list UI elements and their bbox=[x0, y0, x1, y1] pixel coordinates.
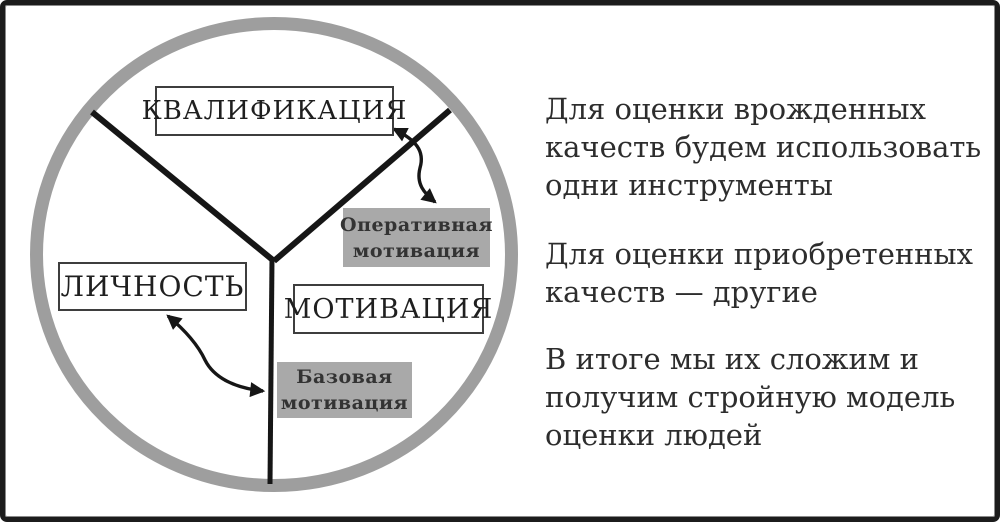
motivation-label: МОТИВАЦИЯ bbox=[283, 293, 494, 325]
note-line: Для оценки приобретенных bbox=[545, 237, 973, 271]
arrow-personality-basic bbox=[166, 314, 266, 398]
basic-line1: Базовая bbox=[296, 366, 393, 388]
note-line: качеств будем использовать bbox=[545, 130, 982, 164]
arrow-qualification-operative bbox=[391, 127, 437, 204]
operative-motivation-callout: Оперативная мотивация bbox=[340, 208, 493, 267]
note-line: получим стройную модель bbox=[545, 380, 956, 414]
note-paragraph-acquired: Для оценки приобретенных качеств — други… bbox=[545, 235, 973, 311]
qualification-label: КВАЛИФИКАЦИЯ bbox=[141, 96, 408, 126]
note-line: оценки людей bbox=[545, 418, 763, 452]
note-line: одни инструменты bbox=[545, 168, 833, 202]
personality-label: ЛИЧНОСТЬ bbox=[60, 270, 245, 303]
qualification-box: КВАЛИФИКАЦИЯ bbox=[142, 86, 406, 136]
circle-ring bbox=[30, 17, 518, 492]
motivation-box: МОТИВАЦИЯ bbox=[284, 284, 492, 334]
note-paragraph-innate: Для оценки врожденных качеств будем испо… bbox=[545, 90, 981, 204]
basic-motivation-callout: Базовая мотивация bbox=[277, 362, 412, 418]
operative-line1: Оперативная bbox=[340, 213, 493, 236]
note-line: качеств — другие bbox=[545, 275, 818, 309]
operative-line2: мотивация bbox=[352, 239, 481, 262]
note-paragraph-summary: В итоге мы их сложим и получим стройную … bbox=[545, 340, 955, 454]
divider-bottom bbox=[267, 257, 275, 485]
note-line: Для оценки врожденных bbox=[545, 92, 926, 126]
divider-left bbox=[90, 109, 276, 264]
personality-box: ЛИЧНОСТЬ bbox=[58, 262, 247, 311]
basic-line2: мотивация bbox=[280, 392, 409, 414]
note-line: В итоге мы их сложим и bbox=[545, 342, 919, 376]
